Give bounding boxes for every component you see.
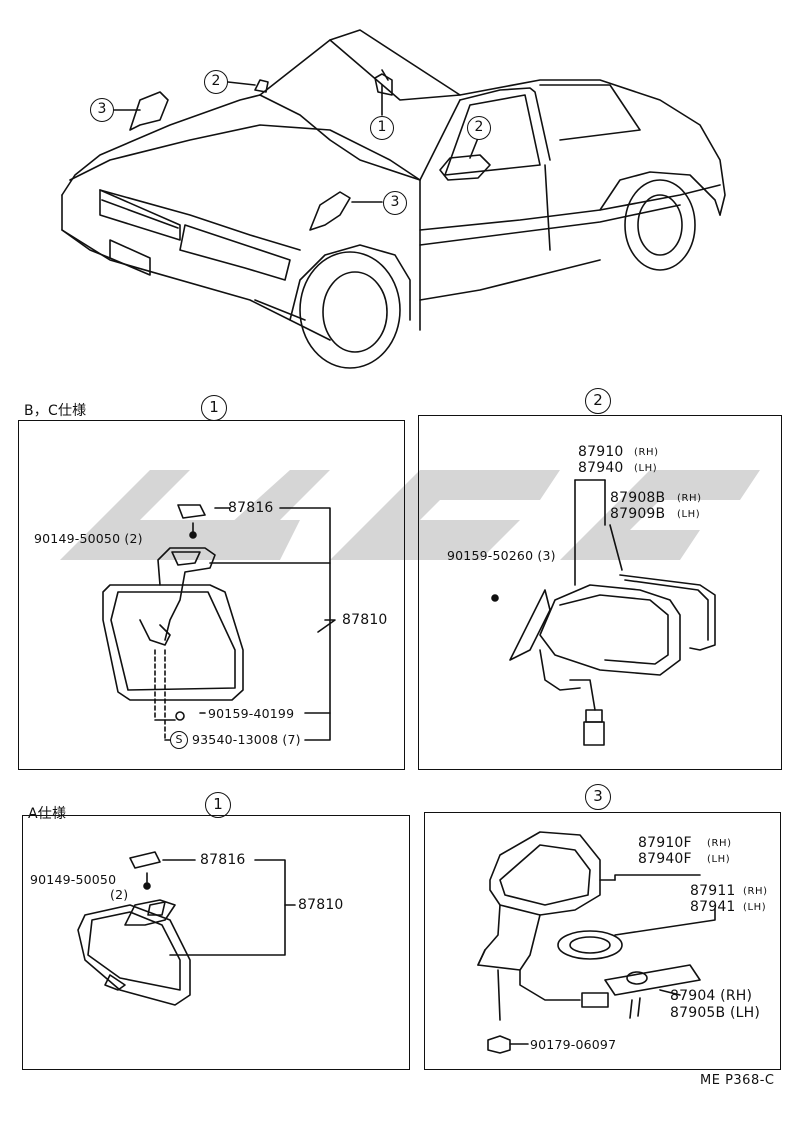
callout-2-panel-door: 2 — [585, 388, 611, 414]
part-90149-50050-a: 90149-50050 — [30, 872, 117, 887]
panel-fender-mirror — [424, 812, 781, 1070]
part-87911: 87911 — [690, 883, 736, 899]
part-87816-a: 87816 — [200, 852, 246, 868]
part-87909B: 87909B — [610, 506, 666, 522]
callout-3-car-left: 3 — [90, 98, 114, 122]
spec-label-a: A仕様 — [28, 806, 67, 822]
part-87810-a: 87810 — [298, 897, 344, 913]
a-mirror-drawing — [77, 851, 296, 1006]
car-illustration — [61, 29, 726, 369]
part-90179-06097: 90179-06097 — [530, 1037, 617, 1052]
callout-1-car-interior: 1 — [370, 116, 394, 140]
part-87908B: 87908B — [610, 490, 666, 506]
part-87940-lh-tag: (LH) — [634, 463, 658, 474]
part-90149-50050-a-qty: (2) — [110, 887, 129, 902]
part-87908B-rh-tag: (RH) — [677, 493, 702, 504]
part-87909B-lh-tag: (LH) — [677, 509, 701, 520]
fender-mirror-drawing — [477, 831, 716, 1054]
panel-a-mirror — [22, 815, 410, 1070]
part-87940F: 87940F — [638, 851, 692, 867]
part-87911-rh-tag: (RH) — [743, 886, 768, 897]
callout-1-panel-bc: 1 — [201, 395, 227, 421]
watermark — [60, 470, 760, 560]
callout-1-panel-a: 1 — [205, 792, 231, 818]
part-87816-bc: 87816 — [228, 500, 274, 516]
part-87940F-lh-tag: (LH) — [707, 854, 731, 865]
part-87810-bc: 87810 — [342, 612, 388, 628]
door-mirror-drawing — [491, 479, 716, 746]
callout-2-car-top: 2 — [204, 70, 228, 94]
callout-3-car-fender: 3 — [383, 191, 407, 215]
page-code: ME P368-C — [700, 1073, 775, 1088]
part-87910F: 87910F — [638, 835, 692, 851]
bc-mirror-drawing — [102, 504, 336, 741]
part-87941: 87941 — [690, 899, 736, 915]
panel-door-mirror — [418, 415, 782, 770]
part-87905B: 87905B (LH) — [670, 1005, 761, 1021]
part-90159-50260: 90159-50260 (3) — [447, 548, 556, 563]
callout-3-panel-fender: 3 — [585, 784, 611, 810]
part-87941-lh-tag: (LH) — [743, 902, 767, 913]
part-93540-13008: 93540-13008 (7) — [192, 732, 301, 747]
panel-bc-mirror — [18, 420, 405, 770]
part-90159-40199: 90159-40199 — [208, 706, 295, 721]
part-87910: 87910 — [578, 444, 624, 460]
part-87910F-rh-tag: (RH) — [707, 838, 732, 849]
spec-label-bc: B，C仕様 — [24, 403, 87, 419]
part-90149-50050-bc: 90149-50050 (2) — [34, 531, 143, 546]
s-mark: S — [170, 731, 188, 749]
part-87940: 87940 — [578, 460, 624, 476]
callout-2-car-door: 2 — [467, 116, 491, 140]
part-87904: 87904 (RH) — [670, 988, 753, 1004]
part-87910-rh-tag: (RH) — [634, 447, 659, 458]
